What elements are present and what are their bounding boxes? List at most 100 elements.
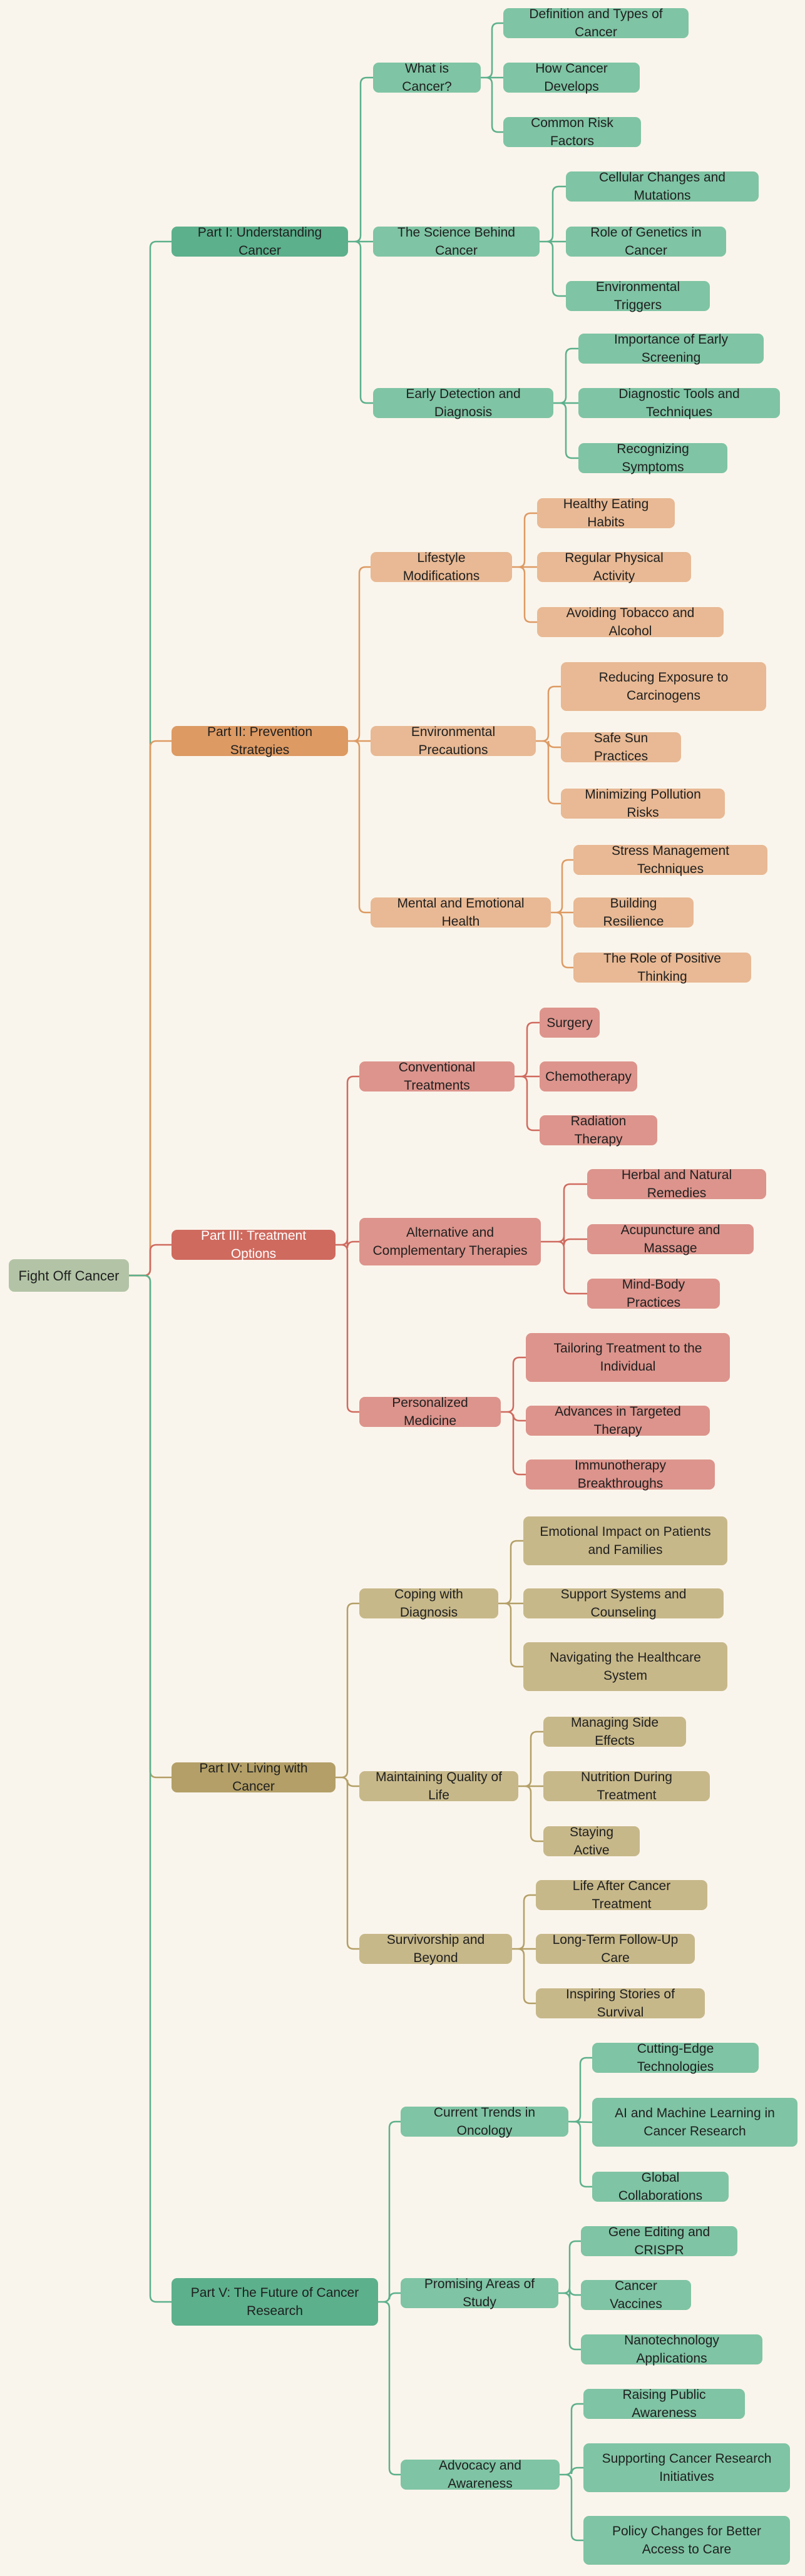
leaf-node-2-2-2-label: Safe Sun Practices (593, 731, 649, 764)
leaf-node-4-2-3-label: Staying Active (569, 1825, 614, 1858)
link-section-3-2-items (541, 1183, 587, 1295)
leaf-node-4-2-3: Staying Active (543, 1825, 640, 1858)
leaf-node-5-2-2-label: Cancer Vaccines (610, 2279, 662, 2311)
leaf-node-1-2-2: Role of Genetics in Cancer (566, 225, 726, 258)
link-section-1-2-items (540, 185, 566, 297)
part-node-3: Part III: Treatment Options (172, 1229, 336, 1261)
link-section-4-3-items (512, 1894, 536, 2005)
leaf-node-2-2-1-label: Reducing Exposure to Carcinogens (598, 670, 729, 703)
leaf-node-2-2-3-label: Minimizing Pollution Risks (585, 787, 701, 820)
link-section-2-1-items (512, 512, 537, 623)
leaf-node-4-3-3: Inspiring Stories of Survival (536, 1987, 705, 2020)
leaf-node-5-3-3: Policy Changes for Better Access to Care (583, 2516, 790, 2565)
part-node-2-label: Part II: Prevention Strategies (207, 725, 313, 757)
leaf-node-2-3-3-label: The Role of Positive Thinking (603, 951, 721, 984)
leaf-node-1-2-1: Cellular Changes and Mutations (566, 170, 759, 203)
leaf-node-2-2-3: Minimizing Pollution Risks (561, 787, 725, 820)
part-node-1: Part I: Understanding Cancer (172, 225, 348, 258)
section-node-3-3: Personalized Medicine (359, 1396, 501, 1428)
leaf-node-4-2-2-label: Nutrition During Treatment (581, 1770, 672, 1802)
root-node-label: Fight Off Cancer (18, 1267, 120, 1284)
section-node-3-2-label: Alternative and Complementary Therapies (372, 1225, 528, 1258)
leaf-node-1-3-3-label: Recognizing Symptoms (617, 442, 689, 474)
link-part-4-sections (336, 1602, 359, 1950)
section-node-4-2-label: Maintaining Quality of Life (376, 1770, 502, 1802)
part-node-5-label: Part V: The Future of Cancer Research (190, 2286, 359, 2318)
link-part-1-sections (348, 76, 373, 404)
section-node-4-3: Survivorship and Beyond (359, 1933, 512, 1965)
link-section-4-2-items (518, 1730, 543, 1843)
leaf-node-3-2-3-label: Mind-Body Practices (622, 1277, 685, 1310)
leaf-node-2-3-2-label: Building Resilience (603, 896, 664, 929)
leaf-node-2-2-2: Safe Sun Practices (561, 731, 681, 764)
leaf-node-3-3-3: Immunotherapy Breakthroughs (526, 1458, 715, 1491)
leaf-node-5-3-2: Supporting Cancer Research Initiatives (583, 2443, 790, 2492)
leaf-node-4-2-1-label: Managing Side Effects (570, 1715, 659, 1748)
link-section-2-2-items (536, 685, 561, 805)
section-node-4-1: Coping with Diagnosis (359, 1587, 498, 1620)
section-node-2-2: Environmental Precautions (371, 725, 536, 757)
link-section-3-1-items (515, 1021, 540, 1132)
leaf-node-1-3-2: Diagnostic Tools and Techniques (578, 387, 780, 419)
leaf-node-3-1-1-label: Surgery (546, 1015, 593, 1030)
link-section-5-1-items (568, 2057, 593, 2188)
leaf-node-1-1-1-label: Definition and Types of Cancer (529, 7, 663, 39)
link-section-1-1-items (481, 22, 503, 133)
leaf-node-1-1-3-label: Common Risk Factors (531, 116, 613, 148)
section-node-5-2-label: Promising Areas of Study (424, 2277, 535, 2309)
leaf-node-1-1-3: Common Risk Factors (503, 116, 641, 148)
link-section-5-3-items (560, 2403, 583, 2542)
leaf-node-5-2-3: Nanotechnology Applications (581, 2333, 762, 2366)
leaf-node-5-1-3-label: Global Collaborations (618, 2170, 703, 2203)
link-section-4-1-items (498, 1540, 523, 1668)
section-node-5-2: Promising Areas of Study (401, 2277, 558, 2309)
link-section-5-2-items (558, 2240, 581, 2351)
section-node-4-1-label: Coping with Diagnosis (394, 1587, 463, 1620)
leaf-node-3-1-2: Chemotherapy (540, 1061, 637, 1091)
leaf-node-3-2-1: Herbal and Natural Remedies (587, 1168, 766, 1200)
section-node-1-3-label: Early Detection and Diagnosis (406, 387, 521, 419)
leaf-node-2-1-3: Avoiding Tobacco and Alcohol (537, 606, 724, 638)
leaf-node-5-1-1: Cutting-Edge Technologies (592, 2042, 759, 2074)
section-node-5-3-label: Advocacy and Awareness (439, 2458, 521, 2491)
section-node-5-1-label: Current Trends in Oncology (433, 2105, 536, 2138)
leaf-node-2-1-1: Healthy Eating Habits (537, 497, 675, 529)
part-node-5: Part V: The Future of Cancer Research (172, 2278, 378, 2326)
leaf-node-3-3-1-label: Tailoring Treatment to the Individual (553, 1341, 702, 1374)
link-section-1-3-items (553, 347, 578, 459)
leaf-node-1-1-2-label: How Cancer Develops (535, 61, 608, 94)
leaf-node-3-3-3-label: Immunotherapy Breakthroughs (575, 1458, 666, 1491)
root-node: Fight Off Cancer (9, 1259, 129, 1292)
part-node-1-label: Part I: Understanding Cancer (197, 225, 322, 258)
section-node-4-3-label: Survivorship and Beyond (386, 1933, 485, 1965)
leaf-node-5-3-3-label: Policy Changes for Better Access to Care (612, 2524, 762, 2557)
leaf-node-5-3-2-label: Supporting Cancer Research Initiatives (602, 2451, 772, 2484)
leaf-node-5-3-1-label: Raising Public Awareness (622, 2388, 706, 2420)
leaf-node-1-1-1: Definition and Types of Cancer (503, 7, 689, 39)
leaf-node-4-3-2-label: Long-Term Follow-Up Care (552, 1933, 679, 1965)
section-node-5-1: Current Trends in Oncology (401, 2105, 568, 2138)
part-node-4: Part IV: Living with Cancer (172, 1761, 336, 1794)
leaf-node-5-1-2-label: AI and Machine Learning in Cancer Resear… (615, 2106, 775, 2139)
leaf-node-1-2-1-label: Cellular Changes and Mutations (599, 170, 726, 203)
leaf-node-2-1-2-label: Regular Physical Activity (565, 551, 664, 583)
link-part-2-sections (348, 566, 371, 914)
leaf-node-3-2-2: Acupuncture and Massage (587, 1223, 754, 1255)
section-node-2-3: Mental and Emotional Health (371, 896, 551, 929)
leaf-node-5-1-2: AI and Machine Learning in Cancer Resear… (592, 2098, 797, 2147)
leaf-node-2-3-3: The Role of Positive Thinking (573, 951, 751, 984)
leaf-node-1-2-3: Environmental Triggers (566, 280, 710, 312)
section-node-2-3-label: Mental and Emotional Health (397, 896, 525, 929)
leaf-node-1-3-2-label: Diagnostic Tools and Techniques (618, 387, 740, 419)
link-part-5-sections (378, 2120, 401, 2476)
leaf-node-1-3-1: Importance of Early Screening (578, 332, 764, 365)
leaf-node-2-3-2: Building Resilience (573, 896, 694, 929)
leaf-node-2-1-1-label: Healthy Eating Habits (563, 497, 649, 529)
leaf-node-4-3-2: Long-Term Follow-Up Care (536, 1933, 695, 1965)
section-node-3-2: Alternative and Complementary Therapies (359, 1218, 541, 1265)
section-node-5-3: Advocacy and Awareness (401, 2458, 560, 2491)
leaf-node-4-3-1: Life After Cancer Treatment (536, 1879, 707, 1911)
leaf-node-3-3-2-label: Advances in Targeted Therapy (555, 1404, 681, 1437)
section-node-3-1-label: Conventional Treatments (398, 1060, 476, 1093)
leaf-node-5-1-1-label: Cutting-Edge Technologies (637, 2042, 714, 2074)
